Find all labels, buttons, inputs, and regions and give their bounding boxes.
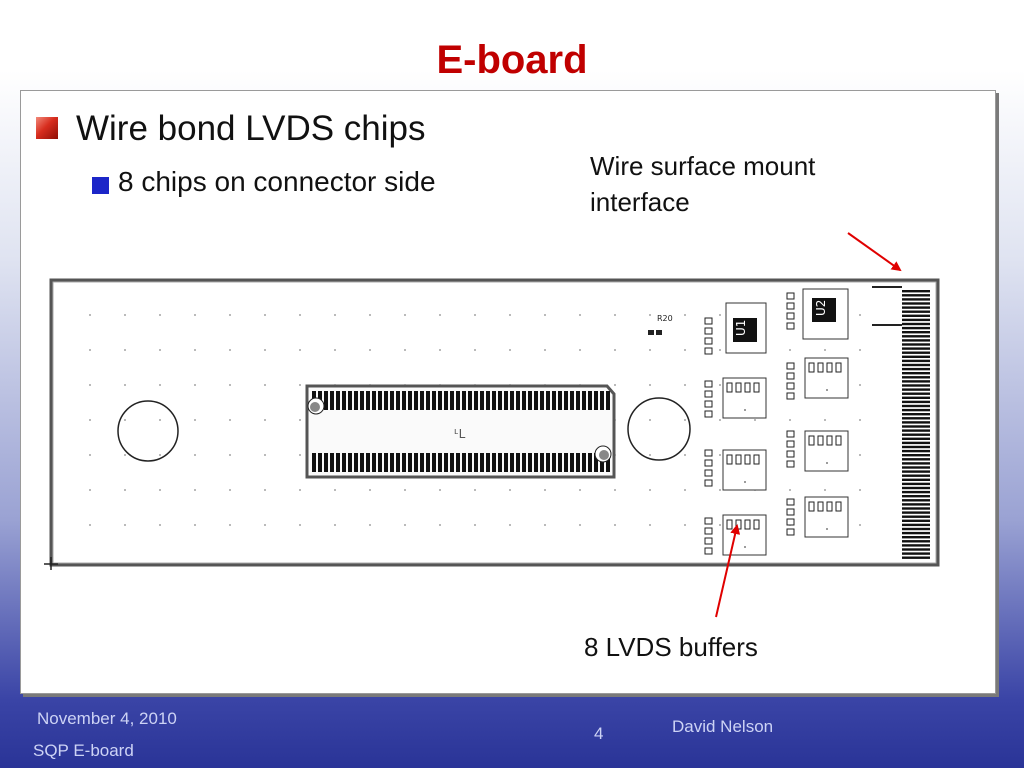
lvds-buffers: [704, 292, 849, 556]
connector-pins-top: [312, 391, 610, 410]
bullet-marker-level2-icon: [92, 177, 109, 194]
mounting-hole-left: [117, 400, 179, 462]
origin-marker-icon: [44, 557, 58, 570]
footer-date: November 4, 2010: [37, 709, 177, 728]
bullet-level1-text: Wire bond LVDS chips: [76, 109, 426, 148]
chip-u1: U1: [725, 302, 767, 354]
edge-connector: [872, 286, 930, 559]
bullet-level2-text: 8 chips on connector side: [118, 166, 436, 197]
board-inner-outline: [52, 281, 937, 564]
footer-project: SQP E-board: [33, 741, 134, 760]
footer-author: David Nelson: [672, 717, 774, 736]
small-part-label: R20: [657, 314, 673, 323]
callout-wire-interface: Wire surface mount interface: [590, 151, 816, 217]
chip-u2: U2: [802, 288, 849, 340]
chip-u1-label: U1: [734, 320, 748, 336]
chip-u2-label: U2: [814, 300, 828, 316]
connector-pins-bottom: [312, 453, 610, 472]
callout-lvds-buffers: 8 LVDS buffers: [584, 632, 758, 662]
edge-connector-pads: [902, 290, 930, 559]
slide-title: E-board: [436, 38, 588, 82]
small-resistor: R20: [648, 314, 673, 335]
arrow-to-interface-icon: [847, 232, 902, 272]
mounting-hole-right: [627, 397, 691, 461]
footer-page-number: 4: [594, 724, 604, 743]
connector-label: ᒻL: [454, 427, 466, 441]
bullet-marker-level1-icon: [36, 117, 58, 139]
main-connector: ᒻL: [305, 384, 616, 479]
arrow-to-lvds-icon: [715, 524, 741, 618]
